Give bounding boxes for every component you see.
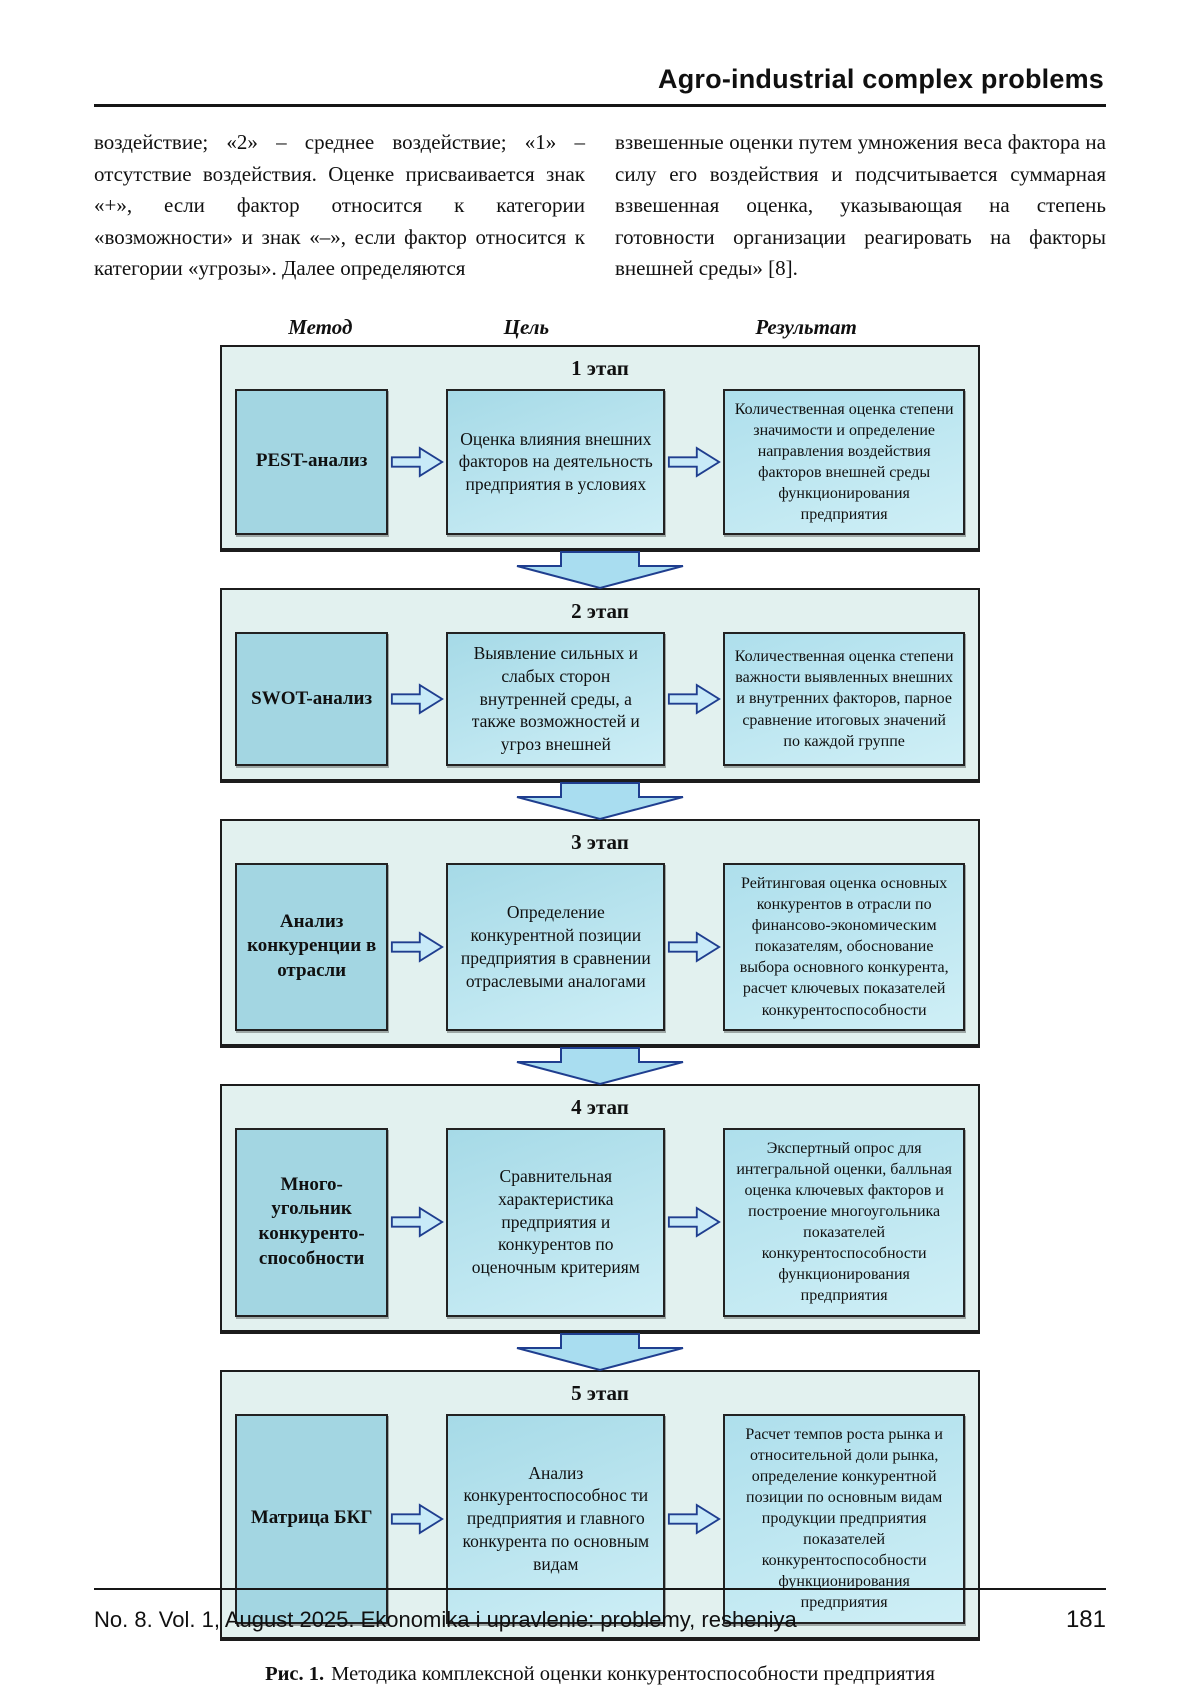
- intro-text-block: воздействие; «2» – среднее воздействие; …: [94, 127, 1106, 285]
- right-arrow-icon: [388, 1128, 446, 1317]
- stage-4-goal-box: Сравнительная характеристика предприятия…: [446, 1127, 666, 1317]
- running-head-title: Agro-industrial complex problems: [658, 64, 1104, 94]
- page-header: Agro-industrial complex problems: [94, 64, 1106, 107]
- stage-1-label: 1 этап: [571, 355, 629, 380]
- footer-row: No. 8. Vol. 1, August 2025. Ekonomika i …: [94, 1606, 1106, 1634]
- stage-3: 3 этап Анализ конкуренции в отрасли Опре…: [220, 818, 980, 1048]
- stage-4-row: Много­угольник конкуренто­способности Ср…: [235, 1127, 965, 1317]
- right-arrow-icon: [665, 632, 723, 766]
- stage-2-row: SWOT-анализ Выявление сильных и слабых с…: [235, 632, 965, 766]
- right-arrow-icon: [388, 389, 446, 536]
- column-header-result: Результат: [755, 314, 857, 339]
- down-arrow-icon: [220, 551, 980, 590]
- footer-journal-info: No. 8. Vol. 1, August 2025. Ekonomika i …: [94, 1607, 797, 1632]
- stage-2-result-box: Количественная оценка степени важности в…: [723, 632, 965, 766]
- stage-2-label: 2 этап: [571, 599, 629, 624]
- figure-flowchart: Метод Цель Результат 1 этап PEST-анализ …: [220, 315, 980, 1641]
- down-arrow-icon: [220, 1332, 980, 1371]
- right-arrow-icon: [388, 632, 446, 766]
- stage-2: 2 этап SWOT-анализ Выявление сильных и с…: [220, 588, 980, 783]
- stage-4-method-box: Много­угольник конкуренто­способности: [235, 1127, 389, 1317]
- footer-divider: [94, 1588, 1106, 1590]
- right-arrow-icon: [665, 1414, 723, 1624]
- figure-caption: Рис. 1. Методика комплексной оценки конку…: [94, 1663, 1106, 1686]
- stage-1-method-box: PEST-анализ: [235, 388, 389, 536]
- right-arrow-icon: [665, 863, 723, 1031]
- stage-4-label: 4 этап: [571, 1094, 629, 1119]
- down-arrow-icon: [220, 1046, 980, 1085]
- stage-3-label: 3 этап: [571, 829, 629, 854]
- stage-4: 4 этап Много­угольник конкуренто­способн…: [220, 1083, 980, 1334]
- stage-3-result-box: Рейтинговая оценка основных конкурентов …: [723, 862, 965, 1031]
- stage-1-goal-box: Оценка влияния внешних факторов на деяте…: [446, 388, 666, 536]
- page-footer: No. 8. Vol. 1, August 2025. Ekonomika i …: [94, 1588, 1106, 1634]
- column-header-method: Метод: [288, 314, 353, 339]
- right-arrow-icon: [388, 1414, 446, 1624]
- stage-2-goal-box: Выявление сильных и слабых сторон внутре…: [446, 632, 666, 766]
- stage-1-row: PEST-анализ Оценка влияния внешних факто…: [235, 388, 965, 536]
- stage-3-row: Анализ конкуренции в отрасли Определение…: [235, 862, 965, 1031]
- figure-caption-label: Рис. 1.: [265, 1662, 325, 1685]
- intro-right-column: взвешенные оценки путем умножения веса ф…: [615, 130, 1106, 280]
- stage-4-result-box: Экспертный опрос для интегральной оценки…: [723, 1127, 965, 1317]
- stage-3-goal-box: Определение конкурентной позиции предпри…: [446, 862, 666, 1031]
- stage-5-label: 5 этап: [571, 1380, 629, 1405]
- stage-5-result-box: Расчет темпов роста рынка и относительно…: [723, 1413, 965, 1624]
- figure-caption-text: Методика комплексной оценки конкурентосп…: [331, 1662, 935, 1685]
- down-arrow-icon: [220, 781, 980, 820]
- right-arrow-icon: [388, 863, 446, 1031]
- footer-page-number: 181: [1065, 1606, 1106, 1633]
- column-header-goal: Цель: [503, 314, 550, 339]
- stage-3-method-box: Анализ конкуренции в отрасли: [235, 862, 389, 1031]
- right-arrow-icon: [665, 389, 723, 536]
- stage-1-result-box: Количественная оценка степени значимости…: [723, 388, 965, 536]
- stage-2-method-box: SWOT-анализ: [235, 632, 389, 766]
- diagram-column-headers: Метод Цель Результат: [220, 315, 980, 340]
- intro-left-column: воздействие; «2» – среднее воздействие; …: [94, 130, 585, 280]
- stage-1: 1 этап PEST-анализ Оценка влияния внешни…: [220, 344, 980, 553]
- header-divider: [94, 104, 1106, 107]
- right-arrow-icon: [665, 1128, 723, 1317]
